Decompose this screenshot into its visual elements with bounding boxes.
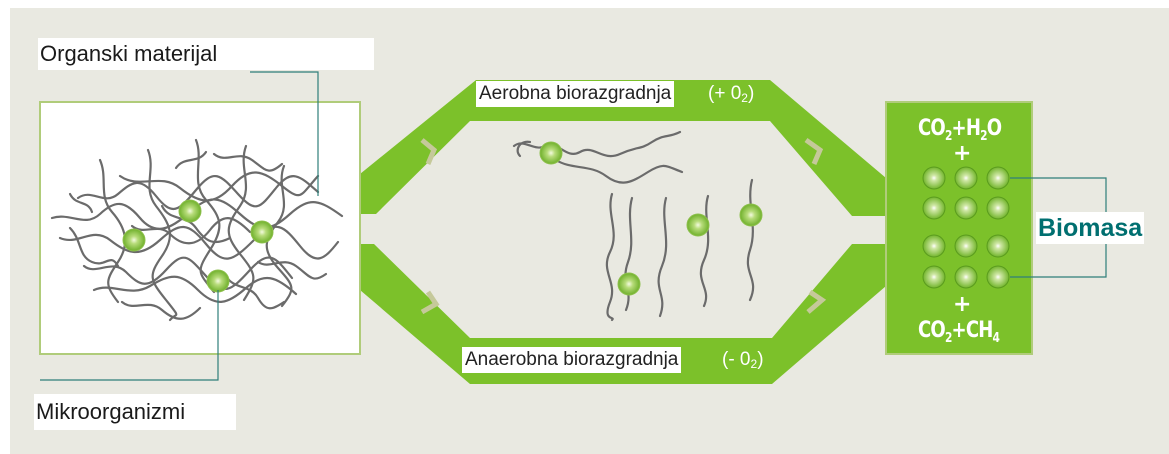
h-sub: 2 xyxy=(980,129,987,144)
connector-organic xyxy=(250,71,319,196)
microorganisms-label: Mikroorganizmi xyxy=(34,394,236,430)
plus-sign-top: + xyxy=(953,141,972,166)
microbe-icon xyxy=(122,228,146,252)
cell-icon xyxy=(922,196,946,220)
cell-icon xyxy=(986,265,1010,289)
chevron-icon xyxy=(804,137,824,165)
chevron-icon xyxy=(806,289,827,314)
cell-icon xyxy=(954,196,978,220)
polymer-fibers xyxy=(50,138,344,322)
aerobic-o2-prefix: (+ 0 xyxy=(708,83,742,104)
arrow-chevrons xyxy=(420,137,827,315)
ch-sub: 4 xyxy=(992,331,1000,346)
organic-material-label: Organski materijal xyxy=(38,38,374,70)
aerobic-o2-sub: 2 xyxy=(741,91,748,105)
connector-biomass xyxy=(1010,177,1107,212)
anaerobic-degradation-label: Anaerobna biorazgradnja xyxy=(462,347,682,373)
h-text: +H xyxy=(951,116,981,141)
microbe-icon xyxy=(178,199,202,223)
cell-icon xyxy=(986,196,1010,220)
microbe-icon xyxy=(539,141,563,165)
cell-icon xyxy=(954,234,978,258)
chevron-icon xyxy=(420,290,440,315)
co-sub: 2 xyxy=(944,129,952,144)
organic-material-panel xyxy=(39,101,361,355)
chevron-icon xyxy=(420,138,438,165)
anaerobic-o2-prefix: (- 0 xyxy=(722,349,751,370)
microbe-icon xyxy=(206,269,230,293)
anaerobic-o2-sub: 2 xyxy=(750,357,758,371)
cell-icon xyxy=(922,166,946,190)
microbe-icon xyxy=(250,220,274,244)
o-text: O xyxy=(986,116,1002,141)
connector-lines xyxy=(40,71,1107,381)
aerobic-o2-suffix: ) xyxy=(747,83,755,104)
biomass-label: Biomasa xyxy=(1036,212,1145,244)
aerobic-degradation-label: Aerobna biorazgradnja xyxy=(476,81,675,107)
co-text: CO xyxy=(918,318,946,343)
cell-icon xyxy=(922,234,946,258)
microbe-icon xyxy=(739,203,763,227)
microbe-icon xyxy=(686,213,710,237)
anaerobic-products-formula: CO2+CH4 xyxy=(918,318,1000,346)
co-text: CO xyxy=(918,116,946,141)
plus-sign-bottom: + xyxy=(953,292,972,317)
aerobic-oxygen-label: (+ 02) xyxy=(708,81,754,107)
cell-icon xyxy=(986,234,1010,258)
microbes-degrading xyxy=(539,141,763,296)
cell-icon xyxy=(986,166,1010,190)
biomass-cells xyxy=(922,166,1010,289)
cell-icon xyxy=(922,265,946,289)
cell-icon xyxy=(954,265,978,289)
anaerobic-o2-suffix: ) xyxy=(757,349,764,370)
co-sub: 2 xyxy=(944,331,952,346)
aerobic-arrow xyxy=(360,80,918,216)
connector-biomass-bottom xyxy=(1010,244,1107,278)
microbes-source xyxy=(122,199,274,293)
microbe-icon xyxy=(617,272,641,296)
cell-icon xyxy=(954,166,978,190)
aerobic-products-formula: CO2+H2O xyxy=(918,116,1002,144)
ch-text: +CH xyxy=(951,318,994,343)
anaerobic-oxygen-label: (- 02) xyxy=(722,347,764,373)
products-panel xyxy=(885,101,1033,355)
connector-micro xyxy=(40,290,219,381)
